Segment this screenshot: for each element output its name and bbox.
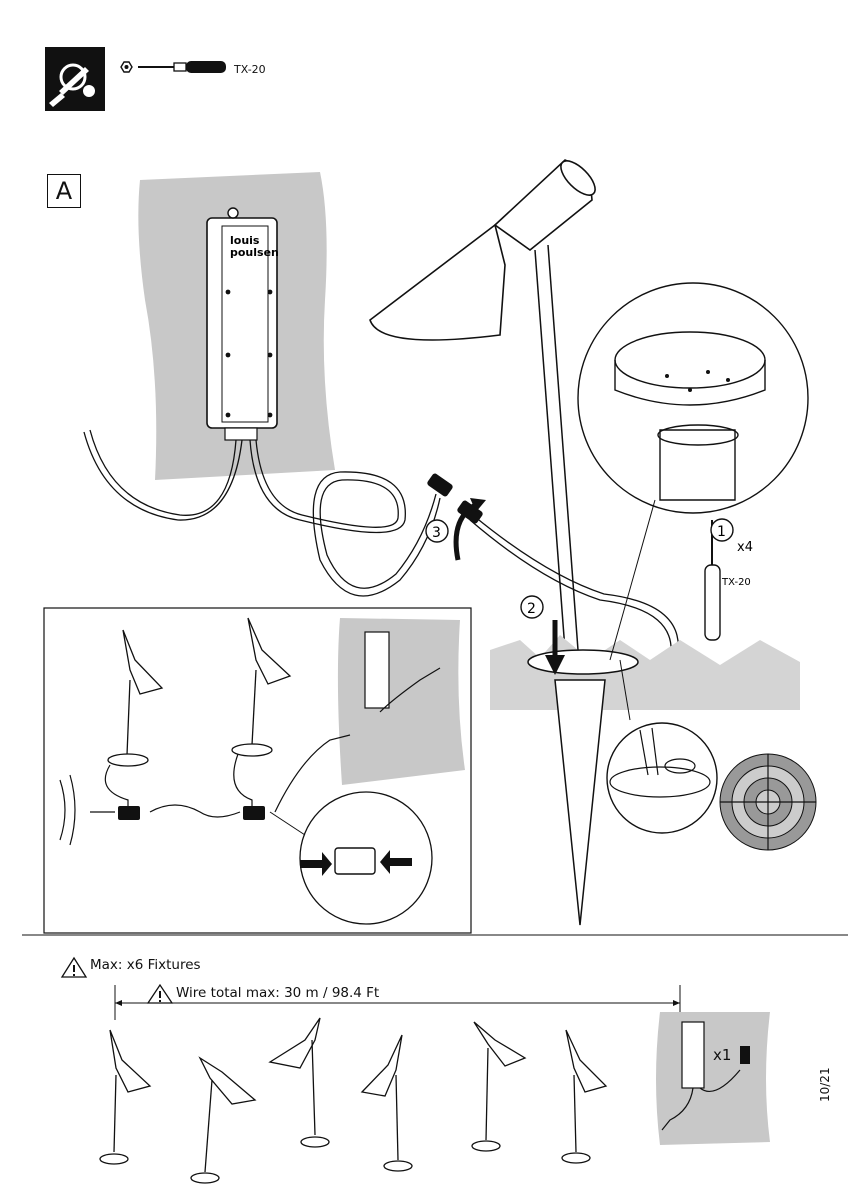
step-1-number: 1 — [717, 524, 726, 540]
connection-inset — [43, 607, 472, 934]
wire-max-note: Wire total max: 30 m / 98.4 Ft — [176, 985, 380, 1001]
bottom-transformer — [681, 1021, 705, 1089]
lamp-pole — [534, 244, 579, 651]
connect-arrow — [453, 502, 477, 561]
cables — [83, 429, 679, 661]
fixtures-row — [99, 1017, 608, 1184]
step-2-number: 2 — [527, 601, 536, 617]
inset-lamps — [107, 617, 292, 767]
bottom-wall — [656, 1012, 770, 1145]
page-number: 10/21 — [818, 1067, 832, 1102]
detail-circle-base — [577, 282, 809, 514]
lamp-head — [369, 159, 596, 341]
step-2-marker — [520, 595, 544, 619]
transformer-count: x1 — [713, 1046, 732, 1064]
step-1-tool-label: TX-20 — [721, 577, 751, 588]
section-marker: A — [47, 174, 81, 208]
screwdriver-icon — [120, 61, 226, 73]
target-icon — [719, 753, 817, 851]
cable-connector — [427, 473, 483, 524]
small-screwdriver-icon — [704, 520, 721, 641]
tool-size-label: TX-20 — [234, 63, 266, 76]
screw-count: x4 — [737, 540, 753, 555]
screwdriver-tool-icon — [45, 47, 105, 111]
transformer-box — [206, 207, 278, 441]
detail-circle-spike — [606, 722, 718, 834]
brand-bottom: poulsen — [230, 246, 279, 259]
max-fixtures-note: Max: x6 Fixtures — [90, 957, 201, 973]
step-3-marker — [425, 519, 449, 543]
ground-spike — [554, 679, 606, 926]
brand-top: louis — [230, 234, 260, 247]
tool-badge — [45, 47, 105, 111]
step-3-number: 3 — [432, 525, 441, 541]
step-1-marker — [710, 518, 734, 542]
grass-strip — [490, 635, 800, 710]
